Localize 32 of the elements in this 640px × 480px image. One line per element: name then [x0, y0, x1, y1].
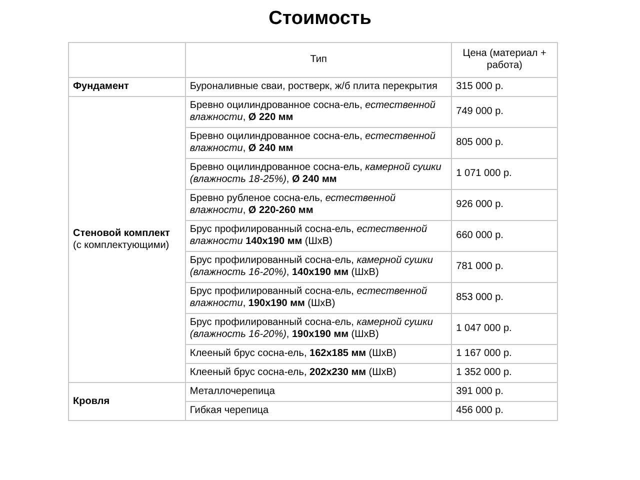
price-value: 853 000 р.	[452, 282, 558, 314]
item-description: Брус профилированный сосна-ель, естественной влажности, 190x190 мм (ШхВ)	[185, 282, 452, 314]
category-label: Кровля	[68, 382, 186, 420]
category-label: Стеновой комплект (с комплектующими)	[68, 96, 186, 382]
price-value: 456 000 р.	[452, 402, 558, 420]
item-description: Бревно оцилиндрованное сосна-ель, камерной сушки (влажность 18-25%), Ø 240 мм	[185, 158, 452, 190]
item-description: Брус профилированный сосна-ель, естественной влажности 140x190 мм (ШхВ)	[185, 220, 452, 252]
price-value: 391 000 р.	[452, 382, 558, 402]
item-description: Брус профилированный сосна-ель, камерной сушки (влажность 16-20%), 190x190 мм (ШхВ)	[185, 314, 452, 344]
item-description: Клееный брус сосна-ель, 162x185 мм (ШхВ)	[185, 344, 452, 364]
price-value: 315 000 р.	[452, 78, 558, 96]
price-value: 660 000 р.	[452, 220, 558, 252]
item-description: Буроналивные сваи, ростверк, ж/б плита перекрытия	[185, 78, 452, 96]
item-description: Бревно оцилиндрованное сосна-ель, естественной влажности, Ø 220 мм	[185, 96, 452, 128]
item-description: Бревно оцилиндрованное сосна-ель, естественной влажности, Ø 240 мм	[185, 128, 452, 158]
column-header: Цена (материал + работа)	[452, 42, 558, 78]
price-value: 1 047 000 р.	[452, 314, 558, 344]
item-description: Бревно рубленое сосна-ель, естественной влажности, Ø 220-260 мм	[185, 190, 452, 220]
page-title: Стоимость	[268, 8, 372, 30]
price-value: 1 167 000 р.	[452, 344, 558, 364]
item-description: Брус профилированный сосна-ель, камерной сушки (влажность 16-20%), 140x190 мм (ШхВ)	[185, 252, 452, 282]
item-description: Клееный брус сосна-ель, 202x230 мм (ШхВ)	[185, 364, 452, 382]
price-value: 781 000 р.	[452, 252, 558, 282]
item-description: Гибкая черепица	[185, 402, 452, 420]
column-header: Тип	[185, 42, 452, 78]
price-value: 926 000 р.	[452, 190, 558, 220]
price-value: 1 352 000 р.	[452, 364, 558, 382]
item-description: Металлочерепица	[185, 382, 452, 402]
category-label: Фундамент	[68, 78, 186, 96]
price-value: 805 000 р.	[452, 128, 558, 158]
price-value: 1 071 000 р.	[452, 158, 558, 190]
price-value: 749 000 р.	[452, 96, 558, 128]
